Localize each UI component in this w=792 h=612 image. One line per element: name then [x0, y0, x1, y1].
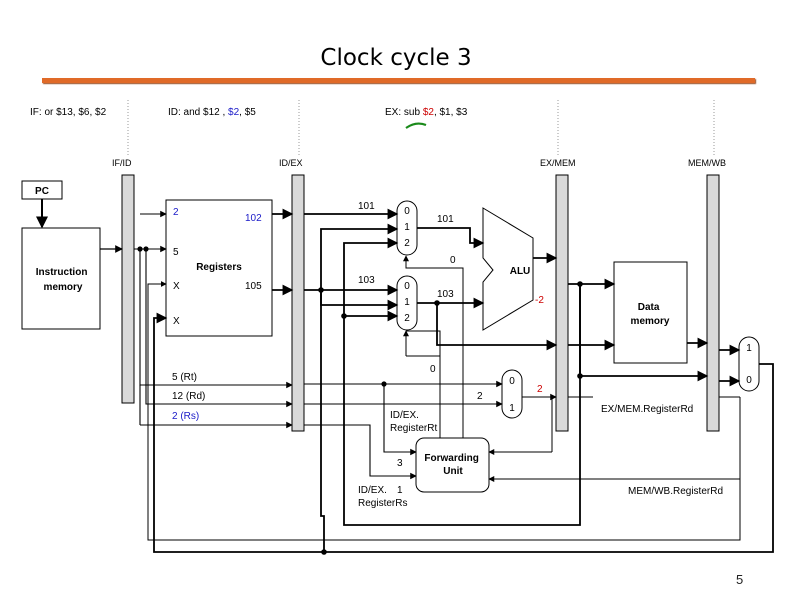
underline-annotation — [405, 122, 427, 129]
alu-mux-a-in0: 0 — [404, 206, 410, 217]
regdst-sel: 2 — [477, 391, 483, 402]
idex-register — [291, 174, 305, 432]
alu-mux-a-in1: 1 — [404, 222, 410, 233]
pc-label: PC — [35, 186, 49, 197]
alu-label: ALU — [510, 266, 531, 277]
title-rule — [42, 78, 755, 83]
instruction-memory-block — [21, 227, 101, 330]
exmem-rd-label: EX/MEM.RegisterRd — [601, 404, 693, 415]
idex-regaddr-paths — [304, 380, 557, 480]
idex-rt-line1: ID/EX. — [390, 410, 419, 421]
exmem-register — [555, 174, 569, 432]
write-register-feedback — [147, 281, 741, 541]
read-data1-value: 102 — [245, 213, 262, 224]
idex-rs-label: ID/EX. RegisterRs — [358, 485, 407, 509]
memwb-label: MEM/WB — [688, 158, 726, 168]
b-to-exmem — [436, 303, 558, 351]
instruction-memory-label: Instruction memory — [36, 267, 90, 293]
wb-mux-in1: 1 — [746, 343, 752, 354]
alu-mux-b-in2: 2 — [404, 313, 410, 324]
stage-id-suffix: , $5 — [239, 107, 256, 118]
forwarding-unit-block — [415, 437, 490, 493]
rt-value: 3 — [397, 458, 403, 469]
signal-a-out: 101 — [437, 214, 454, 225]
stage-separators — [127, 100, 715, 155]
stage-ex-label: EX: sub $2, $1, $3 — [385, 107, 468, 118]
signal-b-out: 103 — [437, 289, 454, 300]
alu-result: -2 — [535, 295, 544, 306]
forwarding-unit-label: Forwarding Unit — [424, 453, 481, 477]
idex-rs-line2: RegisterRs — [358, 498, 407, 509]
forwarding-unit-line2: Unit — [443, 466, 463, 477]
stage-ex-register: $2 — [423, 107, 435, 118]
read-data2-value: 105 — [245, 281, 262, 292]
read-reg2-value: 5 — [173, 247, 179, 258]
regdst-out: 2 — [537, 384, 543, 395]
data-memory-block — [613, 261, 688, 364]
slide-number: 5 — [736, 572, 744, 587]
regfile-outputs — [272, 208, 294, 296]
exmem-label: EX/MEM — [540, 158, 576, 168]
slide-title: Clock cycle 3 — [320, 45, 472, 71]
idex-label: ID/EX — [279, 158, 303, 168]
forward-a-value: 0 — [450, 255, 456, 266]
alu-mux-b-in1: 1 — [404, 297, 410, 308]
alu-mux-a-in2: 2 — [404, 238, 410, 249]
ifid-register — [121, 174, 135, 404]
rs-label: 2 (Rs) — [172, 411, 199, 422]
stage-ex-suffix: , $1, $3 — [434, 107, 468, 118]
write-reg-value: X — [173, 281, 180, 292]
rs-value: 1 — [397, 485, 403, 496]
rt-label: 5 (Rt) — [172, 372, 197, 383]
rd-label: 12 (Rd) — [172, 391, 205, 402]
register-file-label: Registers — [196, 262, 242, 273]
ifid-label: IF/ID — [112, 158, 132, 168]
stage-ex-prefix: EX: sub — [385, 107, 423, 118]
signal-b-in: 103 — [358, 275, 375, 286]
stage-id-label: ID: and $12 , $2, $5 — [168, 107, 256, 118]
idex-rs-line1: ID/EX. — [358, 485, 387, 496]
register-file-block — [165, 199, 273, 337]
data-memory-line2: memory — [631, 316, 670, 327]
idex-rt-label: ID/EX. RegisterRt — [390, 410, 437, 434]
stage-if-label: IF: or $13, $6, $2 — [30, 107, 107, 118]
stage-id-register: $2 — [228, 107, 240, 118]
data-memory-label: Data memory — [631, 302, 670, 327]
forwarding-unit-line1: Forwarding — [424, 453, 478, 464]
instruction-memory-line1: Instruction — [36, 267, 88, 278]
memwb-outputs — [153, 290, 774, 553]
memwb-rd-label: MEM/WB.RegisterRd — [628, 486, 723, 497]
mux-to-alu — [417, 227, 558, 309]
read-reg1-value: 2 — [173, 207, 179, 218]
idex-rt-line2: RegisterRt — [390, 423, 437, 434]
regdst-mux-in0: 0 — [509, 376, 515, 387]
ifid-outputs — [134, 210, 293, 429]
idex-to-muxes — [304, 208, 399, 322]
data-memory-line1: Data — [638, 302, 660, 313]
alu-mux-b-in0: 0 — [404, 281, 410, 292]
forward-b-value: 0 — [430, 364, 436, 375]
signal-a-in: 101 — [358, 201, 375, 212]
memwb-register — [706, 174, 720, 432]
regdst-mux-in1: 1 — [509, 403, 515, 414]
regdst-mux — [501, 369, 523, 419]
instruction-memory-line2: memory — [44, 282, 83, 293]
stage-id-prefix: ID: and $12 , — [168, 107, 228, 118]
write-data-value: X — [173, 316, 180, 327]
wb-mux-in0: 0 — [746, 375, 752, 386]
